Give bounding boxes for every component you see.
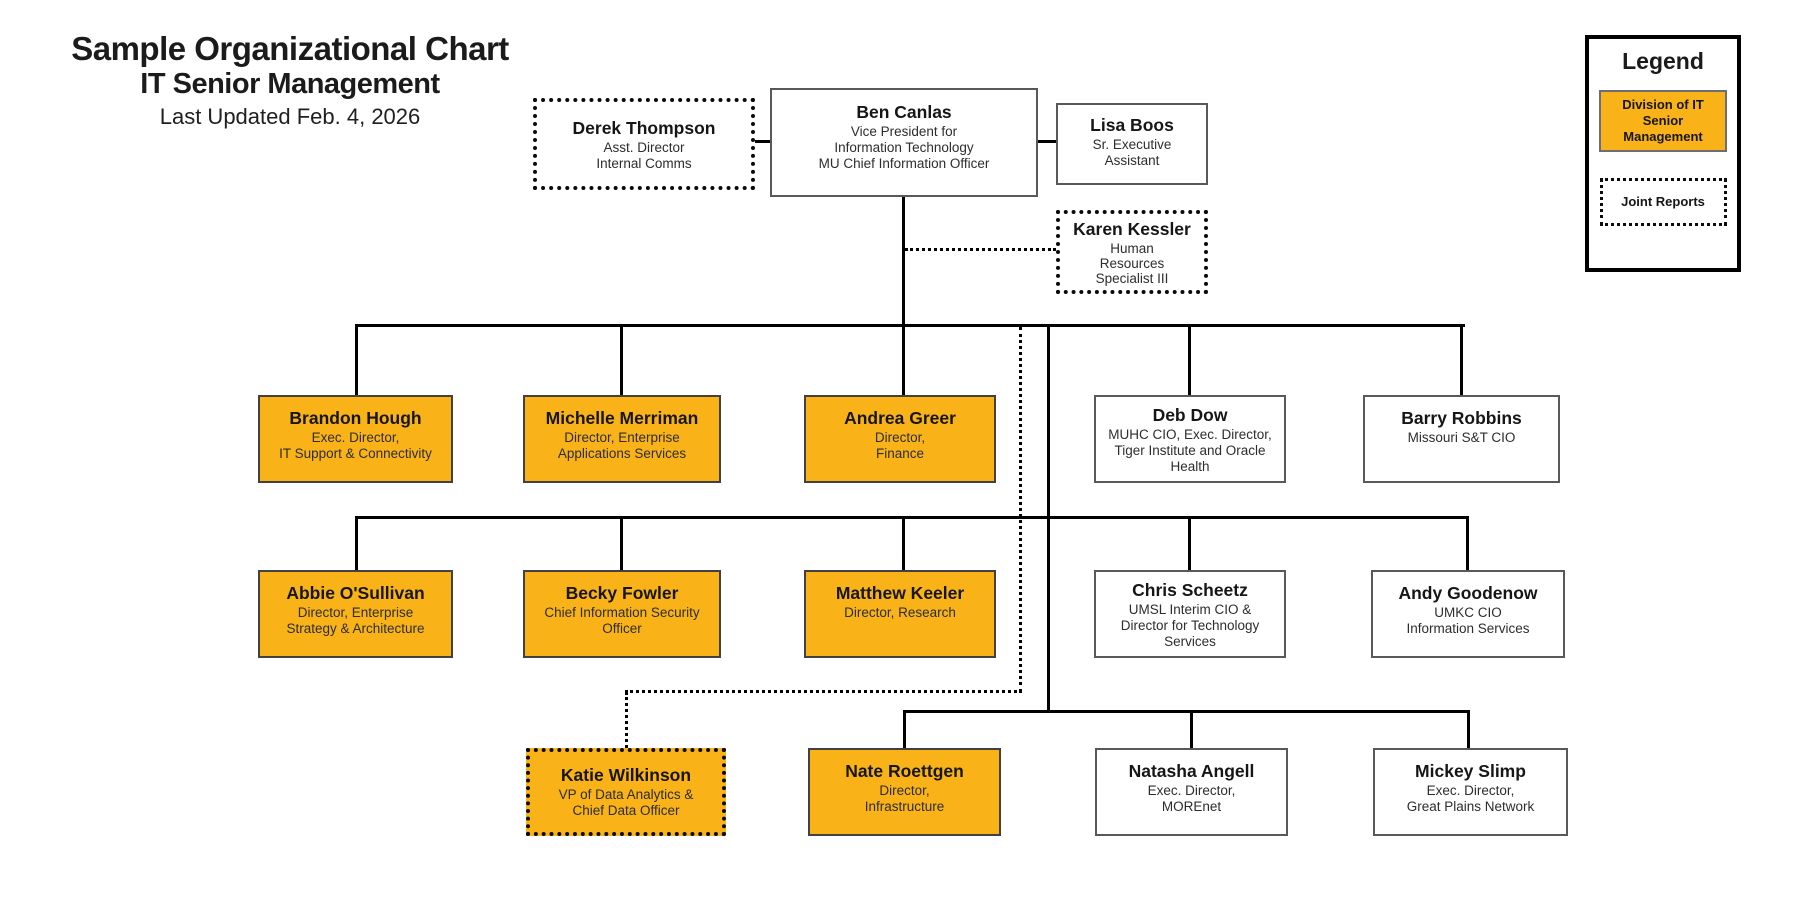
legend-heading: Legend <box>1622 48 1704 74</box>
person-name: Abbie O'Sullivan <box>286 583 425 603</box>
connector-drop-deb <box>1188 324 1191 395</box>
person-name: Karen Kessler <box>1073 219 1191 239</box>
person-title: Asst. Director Internal Comms <box>596 140 692 171</box>
person-title: UMSL Interim CIO & Director for Technolo… <box>1120 602 1260 649</box>
person-title: Missouri S&T CIO <box>1407 430 1516 445</box>
person-title: Exec. Director, Great Plains Network <box>1406 783 1535 814</box>
person-name: Matthew Keeler <box>835 583 965 603</box>
org-node-deb-dow: Deb Dow MUHC CIO, Exec. Director, Tiger … <box>1094 395 1286 483</box>
org-node-abbie-osullivan: Abbie O'Sullivan Director, Enterprise St… <box>258 570 453 658</box>
person-name: Nate Roettgen <box>845 761 964 781</box>
person-title: Vice President for Information Technolog… <box>818 124 990 171</box>
person-name: Brandon Hough <box>289 408 422 428</box>
org-node-brandon-hough: Brandon Hough Exec. Director, IT Support… <box>258 395 453 483</box>
person-name: Deb Dow <box>1152 405 1228 425</box>
org-node-andy-goodenow: Andy Goodenow UMKC CIO Information Servi… <box>1371 570 1565 658</box>
title-block: Sample Organizational Chart IT Senior Ma… <box>25 30 555 130</box>
page-title: Sample Organizational Chart <box>71 30 509 67</box>
dotted-connector-horizontal-katie <box>625 690 1022 693</box>
dotted-spine-joint-reports <box>1019 327 1022 692</box>
connector-drop-nate <box>903 710 906 748</box>
org-node-nate-roettgen: Nate Roettgen Director, Infrastructure <box>808 748 1001 836</box>
person-title: Director, Infrastructure <box>864 783 945 814</box>
person-name: Chris Scheetz <box>1132 580 1248 600</box>
connector-drop-andy <box>1466 516 1469 570</box>
org-node-ben-canlas: Ben Canlas Vice President for Informatio… <box>770 88 1038 197</box>
person-name: Becky Fowler <box>565 583 679 603</box>
person-name: Michelle Merriman <box>545 408 699 428</box>
person-name: Ben Canlas <box>856 102 952 122</box>
person-title: VP of Data Analytics & Chief Data Office… <box>558 787 694 818</box>
connector-drop-michelle <box>620 324 623 395</box>
person-name: Mickey Slimp <box>1415 761 1526 781</box>
org-node-mickey-slimp: Mickey Slimp Exec. Director, Great Plain… <box>1373 748 1568 836</box>
person-name: Katie Wilkinson <box>560 765 692 785</box>
connector-drop-becky <box>620 516 623 570</box>
person-title: Exec. Director, IT Support & Connectivit… <box>279 430 432 461</box>
connector-branch-row2 <box>355 516 1469 519</box>
connector-drop-barry <box>1460 324 1463 395</box>
connector-drop-mickey <box>1467 710 1470 748</box>
connector-ben-drop <box>902 196 905 326</box>
org-node-matthew-keeler: Matthew Keeler Director, Research <box>804 570 996 658</box>
person-title: Director, Enterprise Strategy & Architec… <box>286 605 425 636</box>
connector-drop-matthew <box>902 516 905 570</box>
dotted-drop-katie <box>625 692 628 748</box>
person-title: Human Resources Specialist III <box>1095 241 1169 287</box>
connector-ben-lisa <box>1037 140 1057 143</box>
page-subtitle: IT Senior Management <box>140 67 440 100</box>
connector-derek-ben <box>753 140 771 143</box>
person-name: Andrea Greer <box>844 408 956 428</box>
connector-branch-row1 <box>355 324 1465 327</box>
connector-drop-chris <box>1188 516 1191 570</box>
legend-panel: Legend Division of IT Senior Management … <box>1585 35 1741 272</box>
person-title: Director, Research <box>844 605 956 620</box>
person-title: Chief Information Security Officer <box>544 605 700 636</box>
person-title: Sr. Executive Assistant <box>1092 137 1172 168</box>
connector-drop-abbie <box>355 516 358 570</box>
legend-division-swatch: Division of IT Senior Management <box>1599 90 1727 152</box>
org-node-becky-fowler: Becky Fowler Chief Information Security … <box>523 570 721 658</box>
org-node-natasha-angell: Natasha Angell Exec. Director, MOREnet <box>1095 748 1288 836</box>
org-node-karen-kessler: Karen Kessler Human Resources Specialist… <box>1056 210 1208 294</box>
org-node-andrea-greer: Andrea Greer Director, Finance <box>804 395 996 483</box>
person-title: MUHC CIO, Exec. Director, Tiger Institut… <box>1108 427 1272 474</box>
person-name: Lisa Boos <box>1090 115 1174 135</box>
org-node-barry-robbins: Barry Robbins Missouri S&T CIO <box>1363 395 1560 483</box>
person-title: Director, Enterprise Applications Servic… <box>557 430 687 461</box>
person-title: UMKC CIO Information Services <box>1406 605 1530 636</box>
connector-drop-natasha <box>1190 710 1193 748</box>
person-name: Natasha Angell <box>1128 761 1255 781</box>
org-node-lisa-boos: Lisa Boos Sr. Executive Assistant <box>1056 103 1208 185</box>
org-node-katie-wilkinson: Katie Wilkinson VP of Data Analytics & C… <box>526 748 726 836</box>
org-node-chris-scheetz: Chris Scheetz UMSL Interim CIO & Directo… <box>1094 570 1286 658</box>
org-node-derek-thompson: Derek Thompson Asst. Director Internal C… <box>533 98 755 190</box>
connector-branch-row3 <box>903 710 1470 713</box>
person-name: Barry Robbins <box>1401 408 1522 428</box>
person-title: Exec. Director, MOREnet <box>1147 783 1236 814</box>
connector-drop-andrea <box>902 324 905 395</box>
legend-joint-reports-swatch: Joint Reports <box>1599 178 1727 226</box>
person-name: Derek Thompson <box>572 118 716 138</box>
last-updated-text: Last Updated Feb. 4, 2026 <box>159 104 421 130</box>
dotted-connector-karen <box>905 248 1056 251</box>
org-node-michelle-merriman: Michelle Merriman Director, Enterprise A… <box>523 395 721 483</box>
person-title: Director, Finance <box>874 430 926 461</box>
connector-drop-brandon <box>355 324 358 395</box>
person-name: Andy Goodenow <box>1398 583 1538 603</box>
